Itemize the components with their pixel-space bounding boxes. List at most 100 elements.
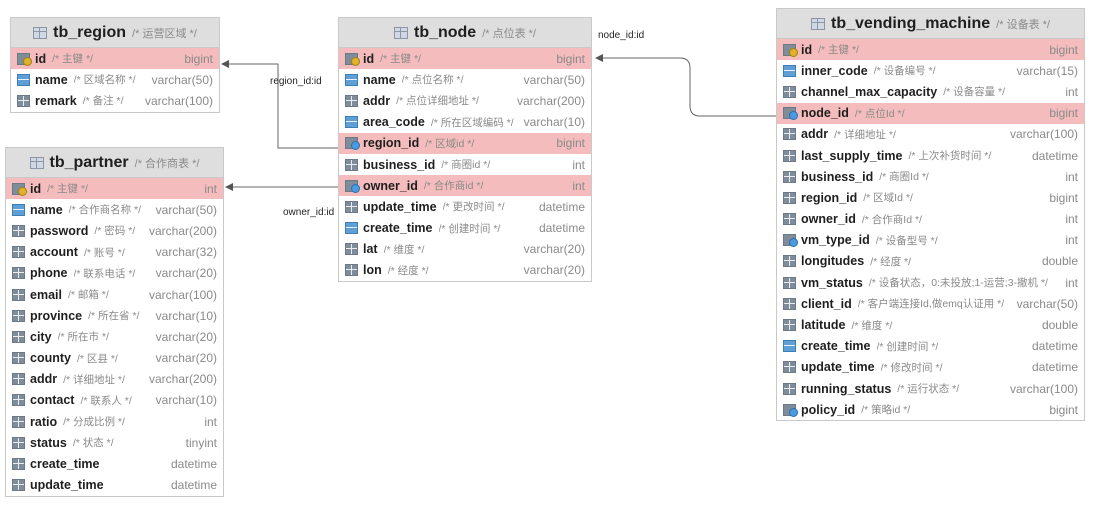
column-icon [783,361,796,374]
column-row[interactable]: running_status/* 运行状态 */varchar(100) [777,378,1084,399]
column-row[interactable]: area_code/* 所在区域编码 */varchar(10) [339,112,591,133]
table-tb-vending-machine[interactable]: tb_vending_machine/* 设备表 */id/* 主键 */big… [776,8,1085,422]
column-row[interactable]: id/* 主键 */int [6,178,223,200]
column-row[interactable]: account/* 账号 */varchar(32) [6,242,223,263]
column-name: region_id [801,190,858,205]
column-row[interactable]: addr/* 详细地址 */varchar(200) [6,369,223,390]
column-row[interactable]: longitudes/* 经度 */double [777,251,1084,272]
column-row[interactable]: update_time/* 修改时间 */datetime [777,357,1084,378]
column-row[interactable]: latitude/* 维度 */double [777,314,1084,335]
column-type: datetime [538,199,585,214]
column-type: int [1065,212,1078,227]
foreign-key-icon [783,107,798,121]
column-row[interactable]: lon/* 经度 */varchar(20) [339,260,591,281]
column-row[interactable]: county/* 区县 */varchar(20) [6,348,223,369]
column-row[interactable]: region_id/* 区域Id */bigint [777,187,1084,208]
column-row[interactable]: create_time/* 创建时间 */datetime [777,336,1084,357]
column-name: name [35,72,68,87]
column-row[interactable]: owner_id/* 合作商id */int [339,175,591,197]
column-row[interactable]: vm_type_id/* 设备型号 */int [777,230,1084,251]
table-header[interactable]: tb_region/* 运营区域 */ [11,18,219,48]
column-row[interactable]: addr/* 详细地址 */varchar(100) [777,124,1084,145]
column-row[interactable]: remark/* 备注 */varchar(100) [11,90,219,111]
column-type: int [572,157,585,172]
column-icon [12,373,25,386]
column-type: datetime [170,478,217,493]
column-type: bigint [1049,402,1078,417]
column-type: int [1065,84,1078,99]
column-comment: /* 创建时间 */ [438,222,501,235]
column-row[interactable]: business_id/* 商圈Id */int [777,166,1084,187]
table-header[interactable]: tb_node/* 点位表 */ [339,18,591,48]
column-icon [783,128,796,141]
column-row[interactable]: city/* 所在市 */varchar(20) [6,326,223,347]
column-icon [17,94,30,107]
primary-key-icon [783,43,798,57]
column-type: varchar(100) [1009,127,1078,142]
column-row[interactable]: id/* 主键 */bigint [339,48,591,70]
primary-key-icon [345,52,360,66]
column-row[interactable]: id/* 主键 */bigint [777,39,1084,61]
column-row[interactable]: inner_code/* 设备编号 */varchar(15) [777,60,1084,81]
column-name: id [30,181,42,196]
column-name: node_id [801,106,849,121]
column-icon [12,436,25,449]
column-row[interactable]: last_supply_time/* 上次补货时间 */datetime [777,145,1084,166]
column-row[interactable]: province/* 所在省 */varchar(10) [6,305,223,326]
relation-line-node [595,54,776,117]
column-row[interactable]: ratio/* 分成比例 */int [6,411,223,432]
column-row[interactable]: name/* 合作商名称 */varchar(50) [6,199,223,220]
column-row[interactable]: phone/* 联系电话 */varchar(20) [6,263,223,284]
primary-key-icon [12,182,27,196]
table-header[interactable]: tb_vending_machine/* 设备表 */ [777,9,1084,39]
column-comment: /* 主键 */ [47,183,88,196]
column-comment: /* 设备编号 */ [873,65,936,78]
column-type: varchar(50) [1016,296,1078,311]
column-comment: /* 所在区域编码 */ [430,116,514,129]
column-row[interactable]: business_id/* 商圈id */int [339,154,591,175]
column-row[interactable]: policy_id/* 策略id */bigint [777,399,1084,420]
column-row[interactable]: name/* 区域名称 */varchar(50) [11,69,219,90]
foreign-key-icon [345,179,360,193]
column-row[interactable]: channel_max_capacity/* 设备容量 */int [777,81,1084,102]
column-comment: /* 区域名称 */ [73,74,136,87]
column-type: datetime [170,457,217,472]
column-type: varchar(20) [155,329,217,344]
column-comment: /* 合作商id */ [423,180,484,193]
column-name: owner_id [363,178,418,193]
column-comment: /* 商圈Id */ [879,171,929,184]
column-row[interactable]: password/* 密码 */varchar(200) [6,220,223,241]
column-type: varchar(10) [523,115,585,130]
column-row[interactable]: status/* 状态 */tinyint [6,432,223,453]
column-row[interactable]: id/* 主键 */bigint [11,48,219,70]
table-tb-region[interactable]: tb_region/* 运营区域 */id/* 主键 */bigint name /… [10,17,220,113]
table-header[interactable]: tb_partner/* 合作商表 */ [6,148,223,178]
column-comment: /* 点位Id */ [854,107,905,120]
column-type: int [1065,169,1078,184]
column-row[interactable]: contact/* 联系人 */varchar(10) [6,390,223,411]
column-icon [783,276,796,289]
column-row[interactable]: addr/* 点位详细地址 */varchar(200) [339,90,591,111]
column-type: varchar(20) [155,266,217,281]
column-comment: /* 创建时间 */ [876,340,939,353]
column-row[interactable]: client_id/* 客户端连接Id,做emq认证用 */varchar(50… [777,293,1084,314]
column-row[interactable]: email/* 邮箱 */varchar(100) [6,284,223,305]
column-row[interactable]: owner_id/* 合作商Id */int [777,209,1084,230]
column-row[interactable]: region_id/* 区域id */bigint [339,132,591,154]
column-type: int [1065,233,1078,248]
column-type: bigint [556,136,585,151]
column-row[interactable]: name/* 点位名称 */varchar(50) [339,69,591,90]
column-row[interactable]: lat/* 维度 */varchar(20) [339,239,591,260]
column-row[interactable]: vm_status/* 设备状态，0:未投放;1-运营;3-撤机 */int [777,272,1084,293]
column-row[interactable]: update_time/* 更改时间 */datetime [339,196,591,217]
table-comment: /* 点位表 */ [482,27,536,40]
column-row[interactable]: create_time/* 创建时间 */datetime [339,218,591,239]
column-name: name [30,202,63,217]
column-icon [12,330,25,343]
column-row[interactable]: node_id/* 点位Id */bigint [777,102,1084,124]
column-comment: /* 详细地址 */ [834,128,896,141]
